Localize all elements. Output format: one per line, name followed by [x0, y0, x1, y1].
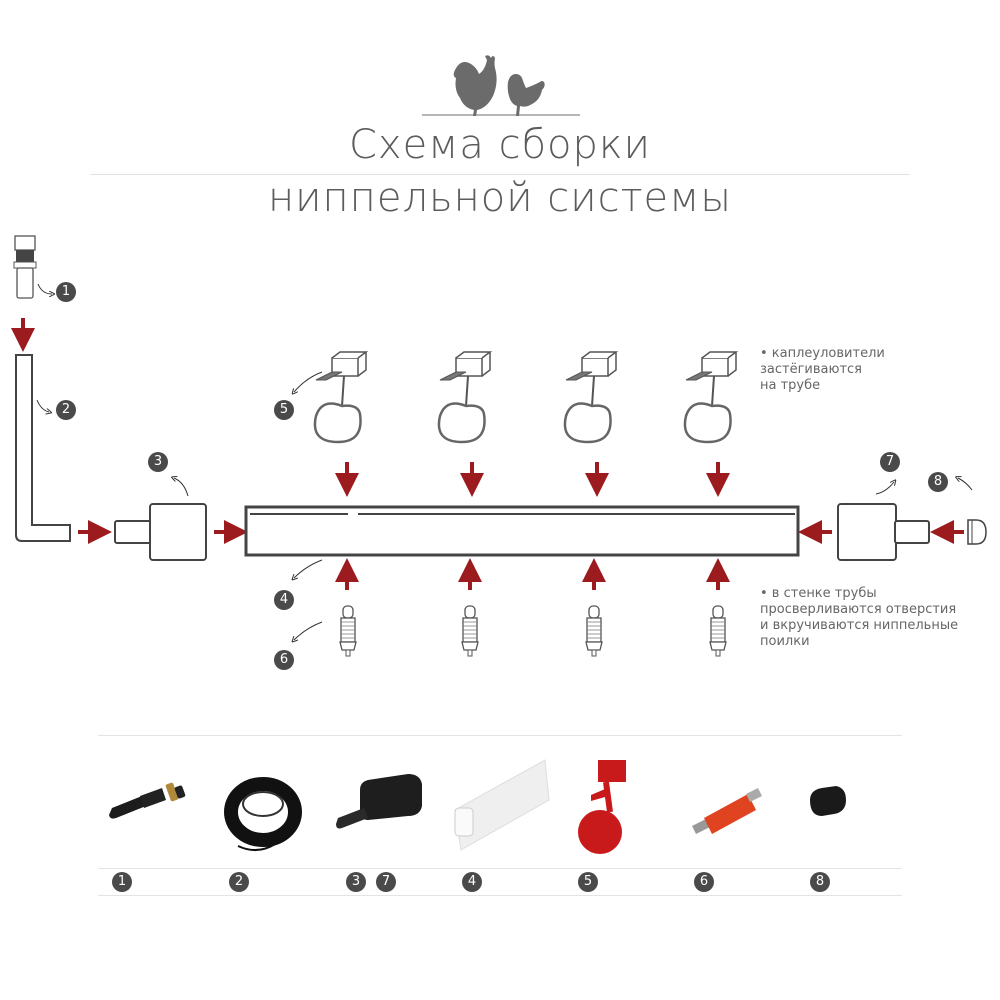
assembly-diagram: [11, 235, 987, 657]
strip-badge-7: 7: [376, 872, 396, 892]
end-cap-drawing: [958, 478, 987, 545]
inlet-fitting-photo: [109, 782, 186, 819]
strip-badge-5: 5: [578, 872, 598, 892]
strip-badge-6: 6: [694, 872, 714, 892]
callout-badge-3: 3: [148, 452, 168, 472]
callout-badge-4: 4: [274, 590, 294, 610]
callout-badge-1: 1: [56, 282, 76, 302]
callout-badge-8: 8: [928, 472, 948, 492]
square-tube-photo: [454, 759, 550, 851]
hose-coil-photo: [224, 777, 302, 851]
up-arrows: [335, 558, 730, 590]
rooster-and-hen-icon: [422, 55, 580, 116]
strip-mid-rule: [98, 868, 902, 869]
nipple-note: • в стенке трубы просверливаются отверст…: [760, 586, 959, 649]
page-title-line2: ниппельной системы: [268, 175, 732, 221]
callout-badge-5: 5: [274, 400, 294, 420]
callout-badge-7: 7: [880, 452, 900, 472]
strip-badge-2: 2: [229, 872, 249, 892]
adapter-right-drawing: [837, 482, 930, 561]
end-cap-photo: [810, 786, 846, 816]
strip-top-rule: [98, 735, 902, 736]
strip-badge-3: 3: [346, 872, 366, 892]
callout-badge-2: 2: [56, 400, 76, 420]
strip-bottom-rule: [98, 895, 902, 896]
strip-badge-8: 8: [810, 872, 830, 892]
square-tube-drawing: [244, 505, 800, 557]
strip-badge-1: 1: [112, 872, 132, 892]
drip-catcher-note: • каплеуловители застёгиваются на трубе: [760, 346, 885, 393]
drip-cup-photo: [578, 760, 626, 854]
inlet-fitting-drawing: [13, 235, 52, 299]
nipple-photo: [692, 788, 762, 834]
adapter-left-drawing: [114, 478, 207, 561]
callout-badge-6: 6: [274, 650, 294, 670]
hose-drawing: [15, 354, 71, 542]
adapter-photo: [336, 774, 422, 829]
title-divider: [90, 174, 910, 175]
strip-badge-4: 4: [462, 872, 482, 892]
page-title-line1: Схема сборки: [348, 122, 652, 168]
down-arrows: [335, 462, 730, 497]
